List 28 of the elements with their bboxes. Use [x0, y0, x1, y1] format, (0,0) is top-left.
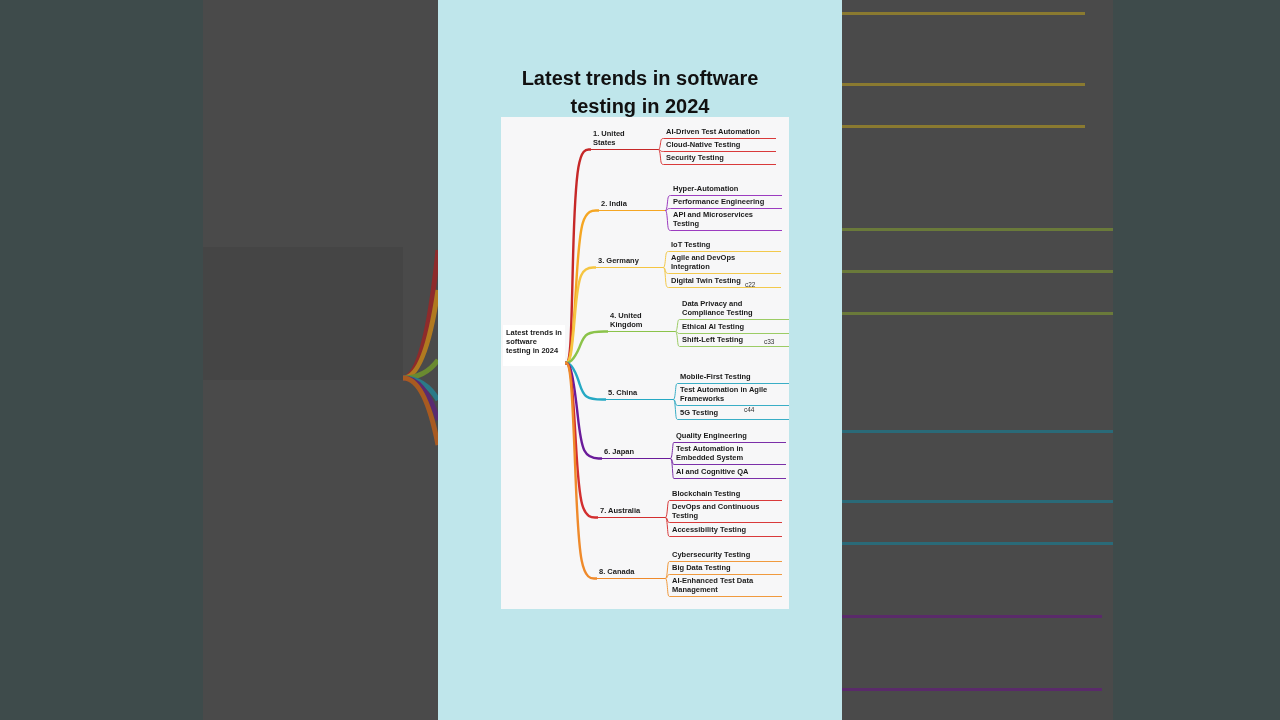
connector-line: [662, 251, 670, 268]
connector-line: [669, 442, 675, 459]
title: Latest trends in software testing in 2024: [520, 66, 760, 119]
connector-line: [672, 399, 679, 406]
connector-line: [664, 517, 671, 523]
connector-line: [664, 561, 671, 579]
connector-line: [664, 517, 671, 537]
connector-line: [662, 267, 670, 288]
connector-line: [664, 195, 672, 211]
connector-line: [664, 210, 672, 231]
connector-line: [674, 331, 681, 334]
connector-line: [657, 138, 665, 150]
connector-line: [672, 399, 679, 420]
connector-line: [664, 578, 671, 597]
connector-line: [664, 574, 671, 579]
connector-line: [669, 458, 675, 479]
connector-line: [662, 267, 670, 274]
connector-line: [564, 330, 608, 365]
connector-line: [664, 500, 671, 518]
connector-line: [657, 149, 665, 165]
connector-line: [674, 331, 681, 347]
connector-line: [674, 319, 681, 332]
connector-line: [564, 361, 598, 519]
connector-line: [664, 208, 672, 211]
connector-line: [564, 361, 597, 580]
connector-line: [669, 458, 675, 465]
connector-line: [672, 383, 679, 400]
connector-line: [657, 149, 665, 152]
